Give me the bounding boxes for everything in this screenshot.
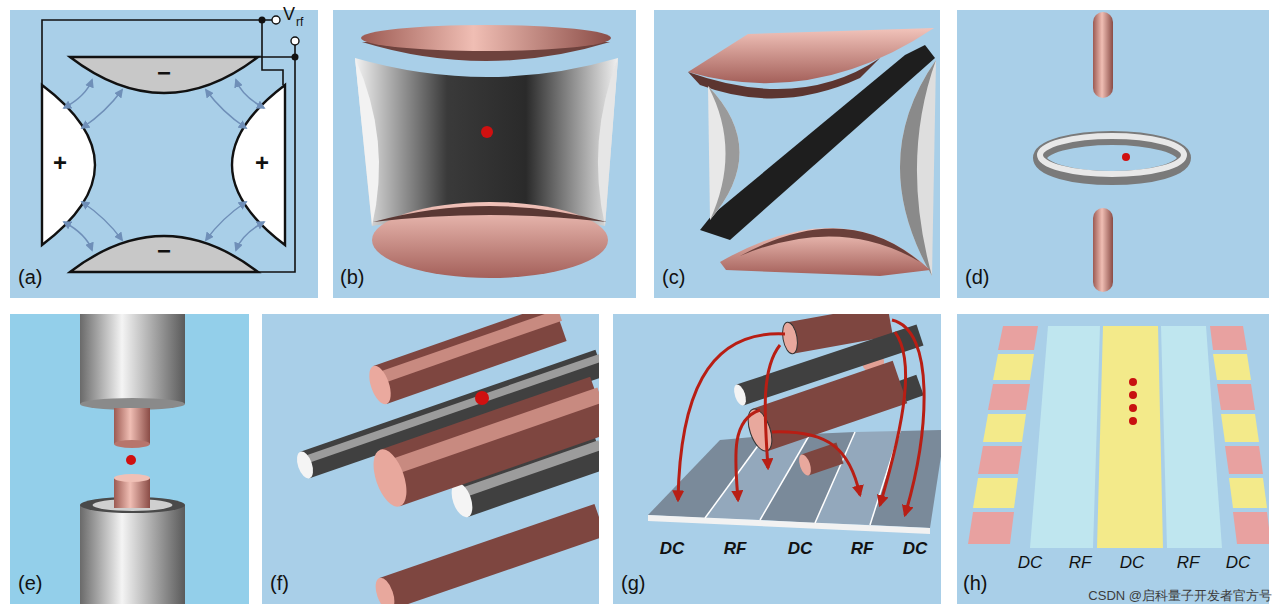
electrode-label: DC — [903, 540, 928, 559]
voltage-symbol: V — [283, 5, 295, 25]
panel-label: (e) — [18, 572, 42, 594]
watermark: CSDN @启科量子开发者官方号 — [1088, 589, 1272, 603]
electrode-label: DC — [660, 540, 685, 559]
electrode-label: DC — [788, 540, 813, 559]
electrode-label: DC — [1018, 554, 1043, 573]
panel-label: (f) — [270, 572, 289, 594]
panel-label: (b) — [340, 266, 364, 288]
panel-label: (d) — [965, 266, 989, 288]
voltage-subscript: rf — [296, 16, 303, 29]
panel-label: (g) — [621, 572, 645, 594]
electrode-label: RF — [851, 540, 874, 559]
panel-label: (h) — [963, 572, 987, 594]
polarity-sign: − — [157, 60, 171, 86]
electrode-label: RF — [1177, 554, 1200, 573]
panel-label: (a) — [18, 266, 42, 288]
polarity-sign: − — [157, 238, 171, 264]
electrode-label: RF — [1069, 554, 1092, 573]
electrode-label: DC — [1120, 554, 1145, 573]
electrode-label: DC — [1226, 554, 1251, 573]
panel-label: (c) — [662, 266, 685, 288]
polarity-sign: + — [53, 150, 67, 176]
polarity-sign: + — [255, 150, 269, 176]
electrode-label: RF — [724, 540, 747, 559]
